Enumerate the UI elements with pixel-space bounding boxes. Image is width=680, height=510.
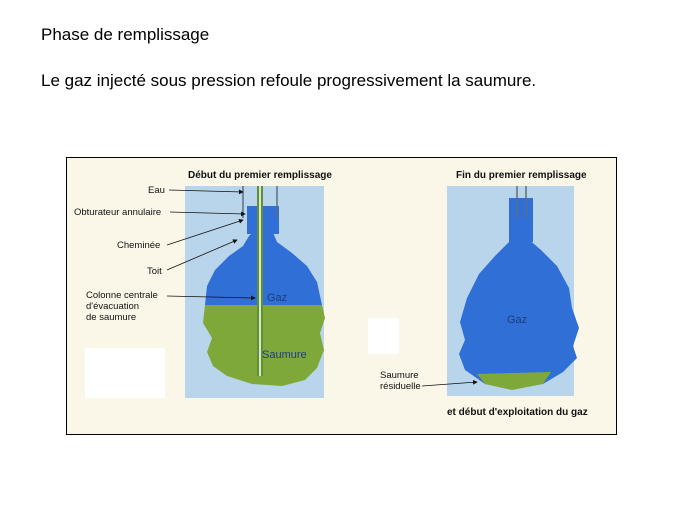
label-saumure-residuelle-2: résiduelle	[380, 381, 421, 392]
left-panel-header: Début du premier remplissage	[188, 170, 332, 181]
right-gaz-label: Gaz	[507, 314, 527, 326]
right-chimney	[509, 198, 533, 242]
storage-cavity-figure: Début du premier remplissage Gaz Saumure…	[66, 157, 617, 435]
right-panel-header: Fin du premier remplissage	[456, 170, 587, 181]
right-panel-footer: et début d'exploitation du gaz	[447, 407, 588, 418]
label-eau: Eau	[148, 185, 165, 196]
label-toit: Toit	[147, 266, 162, 277]
slide-title: Phase de remplissage	[41, 25, 210, 44]
label-cheminee: Cheminée	[117, 240, 160, 251]
left-mask-box	[85, 348, 165, 398]
left-saumure-label: Saumure	[262, 349, 307, 361]
right-residual-brine	[477, 372, 551, 390]
label-colonne-2: d'évacuation	[86, 301, 139, 312]
right-mask-box	[368, 318, 399, 354]
left-gaz-label: Gaz	[267, 292, 287, 304]
label-saumure-residuelle-1: Saumure	[380, 370, 419, 381]
label-obturateur: Obturateur annulaire	[74, 207, 161, 218]
right-gas	[459, 238, 579, 388]
label-colonne-1: Colonne centrale	[86, 290, 158, 301]
left-brine	[203, 305, 325, 386]
slide-text: Le gaz injecté sous pression refoule pro…	[41, 71, 537, 90]
label-colonne-3: de saumure	[86, 312, 136, 323]
left-gas	[205, 230, 322, 305]
